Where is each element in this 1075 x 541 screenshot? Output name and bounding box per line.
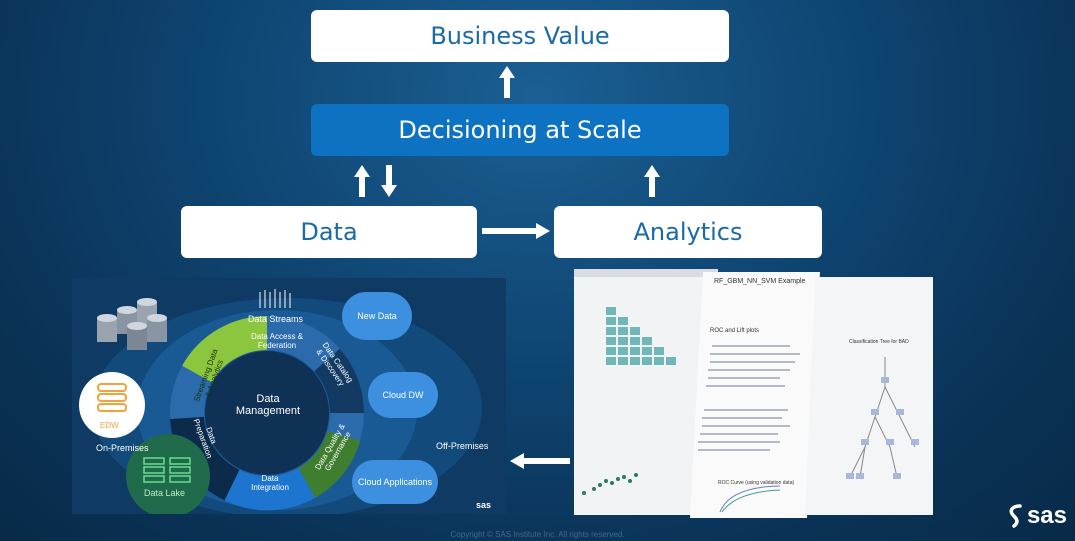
new-data-cloud: New Data bbox=[342, 292, 412, 340]
business-value-box: Business Value bbox=[311, 10, 729, 62]
arrow-down-icon bbox=[381, 165, 397, 197]
panel-sas-logo: sas bbox=[476, 500, 492, 510]
data-management-panel: Data Streams Data Access & Federation Da… bbox=[72, 278, 506, 514]
decisioning-label: Decisioning at Scale bbox=[398, 116, 642, 144]
cloud-dw-label: Cloud DW bbox=[382, 390, 424, 400]
data-streams-label: Data Streams bbox=[248, 314, 304, 324]
off-premises-label: Off-Premises bbox=[436, 441, 489, 451]
tree-screenshot: Classification Tree for BAD bbox=[805, 277, 933, 515]
arrow-left-icon bbox=[510, 453, 570, 469]
database-icon bbox=[97, 298, 167, 350]
roc-curve-title: ROC Curve (using validation data) bbox=[718, 480, 795, 486]
data-integration-label: Data Integration bbox=[251, 474, 289, 492]
sas-logo: sas bbox=[1006, 502, 1067, 530]
data-box: Data bbox=[181, 206, 477, 258]
data-access-label: Data Access & Federation bbox=[250, 332, 304, 350]
analytics-box: Analytics bbox=[554, 206, 822, 258]
cloud-dw-cloud: Cloud DW bbox=[368, 372, 438, 418]
code-lines bbox=[698, 345, 800, 513]
arrow-up-icon bbox=[644, 165, 660, 197]
edw-label: EDW bbox=[100, 421, 119, 430]
code-tab-title: RF_GBM_NN_SVM Example bbox=[714, 278, 806, 285]
heatmap-screenshot bbox=[574, 269, 718, 515]
code-screenshot: RF_GBM_NN_SVM Example ROC and Lift plots… bbox=[690, 272, 820, 518]
heatmap-chart bbox=[574, 269, 718, 495]
decisioning-box: Decisioning at Scale bbox=[311, 104, 729, 156]
arrow-right-icon bbox=[482, 223, 550, 239]
arrow-up-icon bbox=[499, 66, 515, 98]
sas-swoosh-icon bbox=[1009, 504, 1022, 528]
tree-title: Classification Tree for BAD bbox=[849, 339, 909, 345]
data-management-diagram bbox=[79, 289, 482, 514]
cloud-applications-cloud: Cloud Applications bbox=[352, 460, 438, 504]
cloud-applications-label: Cloud Applications bbox=[357, 477, 433, 487]
classification-tree bbox=[846, 357, 919, 479]
copyright-text: Copyright © SAS Institute Inc. All right… bbox=[450, 530, 625, 539]
business-value-label: Business Value bbox=[430, 22, 610, 50]
sas-logo-text: sas bbox=[1026, 502, 1067, 529]
on-premises-label: On-Premises bbox=[96, 443, 149, 453]
data-management-title: Data Management bbox=[235, 393, 301, 417]
arrow-up-icon bbox=[354, 165, 370, 197]
new-data-label: New Data bbox=[357, 311, 397, 321]
roc-lift-title: ROC and Lift plots bbox=[710, 328, 760, 334]
analytics-label: Analytics bbox=[633, 218, 743, 246]
data-label: Data bbox=[300, 218, 358, 246]
data-lake-label: Data Lake bbox=[144, 488, 186, 498]
